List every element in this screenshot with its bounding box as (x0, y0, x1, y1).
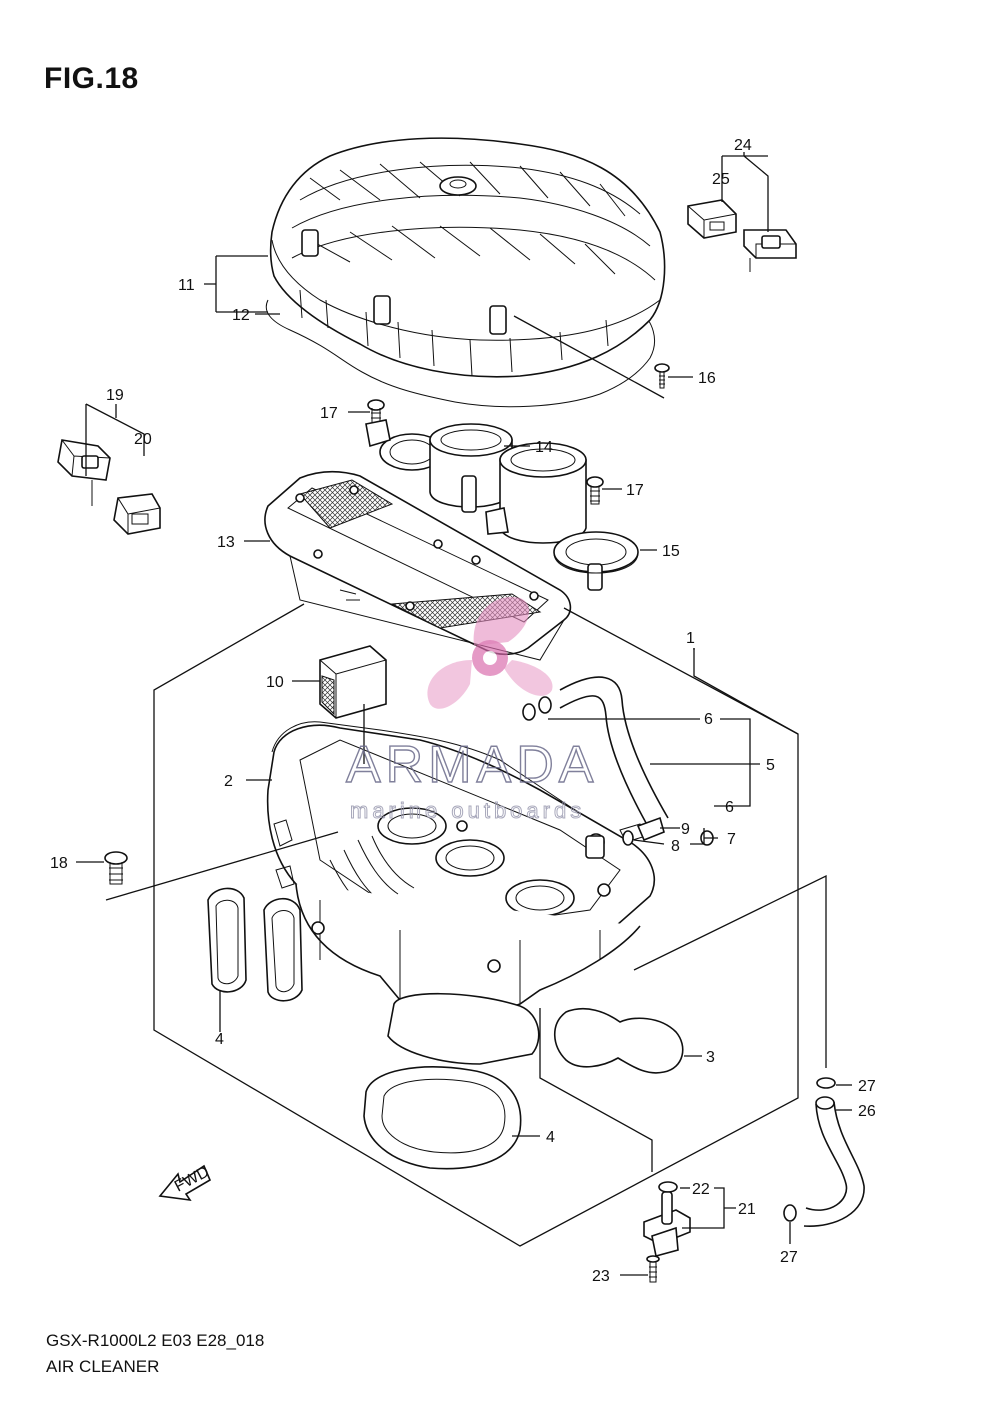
watermark: ARMADA marine outboards (345, 596, 598, 824)
watermark-propeller-logo (427, 596, 553, 709)
sensor-connector-19 (57, 439, 111, 506)
leader-lines (76, 152, 852, 1276)
callout-5: 5 (766, 757, 775, 774)
bolt-18 (104, 851, 128, 885)
connector-cap-25 (687, 199, 737, 239)
screw-16 (654, 363, 670, 389)
air-cleaner-case (266, 721, 655, 1013)
drain-plug-assembly (643, 1181, 691, 1283)
model-code: GSX-R1000L2 E03 E28_018 (46, 1331, 265, 1350)
foam-pad-10 (319, 645, 387, 719)
callout-21: 21 (738, 1201, 756, 1218)
callout-27-lower: 27 (780, 1249, 798, 1266)
callout-19: 19 (106, 387, 124, 404)
callout-12: 12 (232, 307, 250, 324)
callout-2: 2 (224, 773, 233, 790)
callout-23: 23 (592, 1268, 610, 1285)
callout-17-lower: 17 (626, 482, 644, 499)
forward-direction-arrow: FWD (158, 1163, 212, 1202)
figure-title: FIG.18 (44, 62, 139, 95)
drain-hose-26 (783, 1077, 865, 1227)
callout-1: 1 (686, 630, 695, 647)
callout-10: 10 (266, 674, 284, 691)
callout-24: 24 (734, 137, 752, 154)
seal-3 (553, 1007, 684, 1074)
callout-8: 8 (671, 838, 680, 855)
screw-17-lower (586, 476, 604, 505)
callout-27-upper: 27 (858, 1078, 876, 1095)
watermark-brand: ARMADA (346, 736, 598, 794)
propeller-blade-top (473, 596, 530, 646)
sensor-connector-24 (743, 229, 797, 272)
callout-6-upper: 6 (704, 711, 713, 728)
callout-17-upper: 17 (320, 405, 338, 422)
callout-4-left: 4 (215, 1031, 224, 1048)
callout-labels: 1 2 3 4 4 5 6 6 7 8 9 10 11 12 13 14 15 … (50, 137, 876, 1285)
section-name: AIR CLEANER (46, 1357, 160, 1376)
callout-13: 13 (217, 534, 235, 551)
callout-7: 7 (727, 831, 736, 848)
funnel-15 (485, 442, 639, 591)
connector-cap-20 (113, 493, 161, 535)
callout-15: 15 (662, 543, 680, 560)
callout-11: 11 (178, 277, 195, 294)
callout-20: 20 (134, 431, 152, 448)
funnel-14 (365, 419, 513, 513)
callout-16: 16 (698, 370, 716, 387)
callout-26: 26 (858, 1103, 876, 1120)
assembly-frame-lines (105, 315, 827, 1247)
callout-18: 18 (50, 855, 68, 872)
callout-6-lower: 6 (725, 799, 734, 816)
callout-14: 14 (535, 439, 553, 456)
outlet-seals (207, 887, 540, 1170)
callout-25: 25 (712, 171, 730, 188)
propeller-blade-right (504, 660, 553, 696)
callout-22: 22 (692, 1181, 710, 1198)
air-cleaner-cover (265, 137, 666, 408)
callout-9: 9 (681, 821, 690, 838)
callout-3: 3 (706, 1049, 715, 1066)
watermark-tagline: marine outboards (350, 798, 585, 823)
callout-4-right: 4 (546, 1129, 555, 1146)
propeller-blade-left (427, 660, 472, 709)
